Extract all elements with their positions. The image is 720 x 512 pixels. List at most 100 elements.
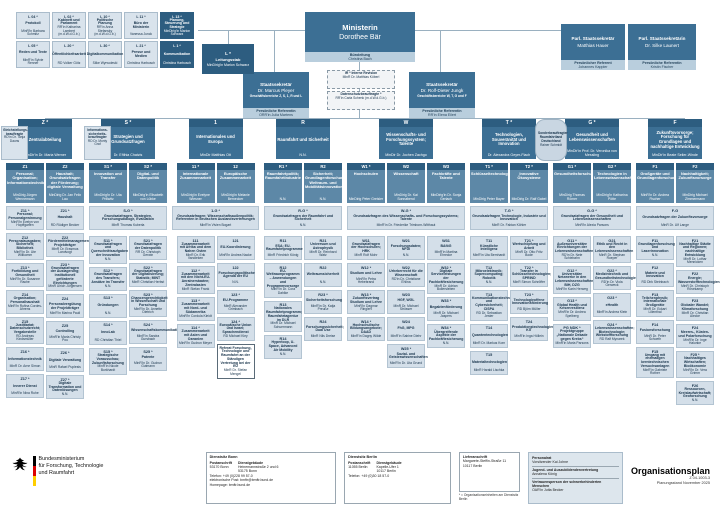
connector-line bbox=[228, 30, 229, 44]
bonn-phone: Telefon: +49 (0)228 99 57-0 bbox=[209, 473, 253, 478]
unit-box: G12 *Universitäre Netzwerke in den Leben… bbox=[553, 266, 594, 294]
cross-section-box: S-G *Grundsatzfragen, Strategien, Forsch… bbox=[89, 206, 167, 230]
berlin-phone: Telefon: +49 (0)30 18 57-0 bbox=[348, 473, 390, 478]
department-box: T *Technologien, Souveränität und Innova… bbox=[482, 119, 536, 159]
unit-box: S11 *Grundsatzfragen und Querschnittsauf… bbox=[89, 236, 128, 264]
state-secretary-right-box: Staatssekretär Dr. Rolf-Dieter Jungk Ges… bbox=[409, 72, 475, 118]
unit-box: 112 *Zusammenarbeit mit den Nicht-EU-Anr… bbox=[176, 266, 215, 294]
document-reference: Z 04-1003-3 bbox=[689, 476, 710, 480]
state-secretary-left-box: Staatssekretär Dr. Marcus Pleyer Geschäf… bbox=[243, 72, 309, 118]
ministry-email: elektronische Post: bmftr@bmftr.bund.de bbox=[209, 478, 274, 483]
parl-state-secretary-box: Parl. Staatssekretär Matthias Hauer Pers… bbox=[561, 24, 625, 70]
minister-office-label: Büroleitung bbox=[349, 52, 371, 57]
unit-box: Referat Forschung, Technologie und Raumf… bbox=[216, 344, 255, 379]
information-security-officer-box: Informations­sicherheits­beauftragter RD… bbox=[84, 126, 111, 160]
unit-box: W14 *Hochschulische Bildungsangebote; DA… bbox=[347, 317, 385, 341]
unit-box: T23 *Technologieoffene Innovationsförder… bbox=[510, 290, 548, 314]
flag-bar bbox=[33, 456, 36, 486]
leitungsstab-box: L * Leitungsstab MinDirig'in Marion Schw… bbox=[202, 44, 254, 74]
sts-assistant-label: Persönliche Referentin bbox=[422, 108, 462, 113]
unit-box: S15 *Strategische Vorausschau; Zukunftsf… bbox=[89, 347, 127, 375]
sts-role: Staatssekretär bbox=[260, 81, 292, 87]
connector-line bbox=[198, 30, 305, 31]
connector-bus-line bbox=[45, 118, 685, 119]
cross-section-box: W-G *Grundsatzfragen des Wissenschafts- … bbox=[347, 206, 465, 230]
ministry-name: Bundesministerium für Forschung, Technol… bbox=[38, 456, 104, 476]
cross-section-box: 1-G *Grundsatzfragen; Wissenschaftsaußen… bbox=[172, 206, 259, 230]
data-protection-officer-box: Datenschutzbeauftragte * RR'in Carla Sch… bbox=[327, 91, 395, 110]
connector-line bbox=[359, 62, 360, 119]
cross-section-box: T-G *Grundsatzfragen Technologie, Indust… bbox=[470, 206, 548, 230]
unit-box: S23 *Chancengerechtigkeit in Wissenschaf… bbox=[129, 290, 168, 318]
unit-column: S11 *Grundsatzfragen und Querschnittsauf… bbox=[89, 236, 128, 375]
unit-box: S12 *Grundsatzfragen des Transfers; Ansä… bbox=[89, 266, 127, 291]
document-date: Planungsstand November 2025 bbox=[656, 480, 710, 485]
unit-box: 114 *Zusammenarbeit mit Asien und Ozeani… bbox=[176, 323, 215, 348]
sts-assistant-name: RR'in Elena Eilert bbox=[427, 112, 457, 117]
unit-box: Z27 *Digitale Transformation und Datenlö… bbox=[46, 375, 84, 400]
subdivision-box: R1 *Raumfahrtpolitik; Raumfahrtindustrie… bbox=[264, 163, 302, 203]
parl-name: Matthias Hauer bbox=[577, 42, 609, 48]
